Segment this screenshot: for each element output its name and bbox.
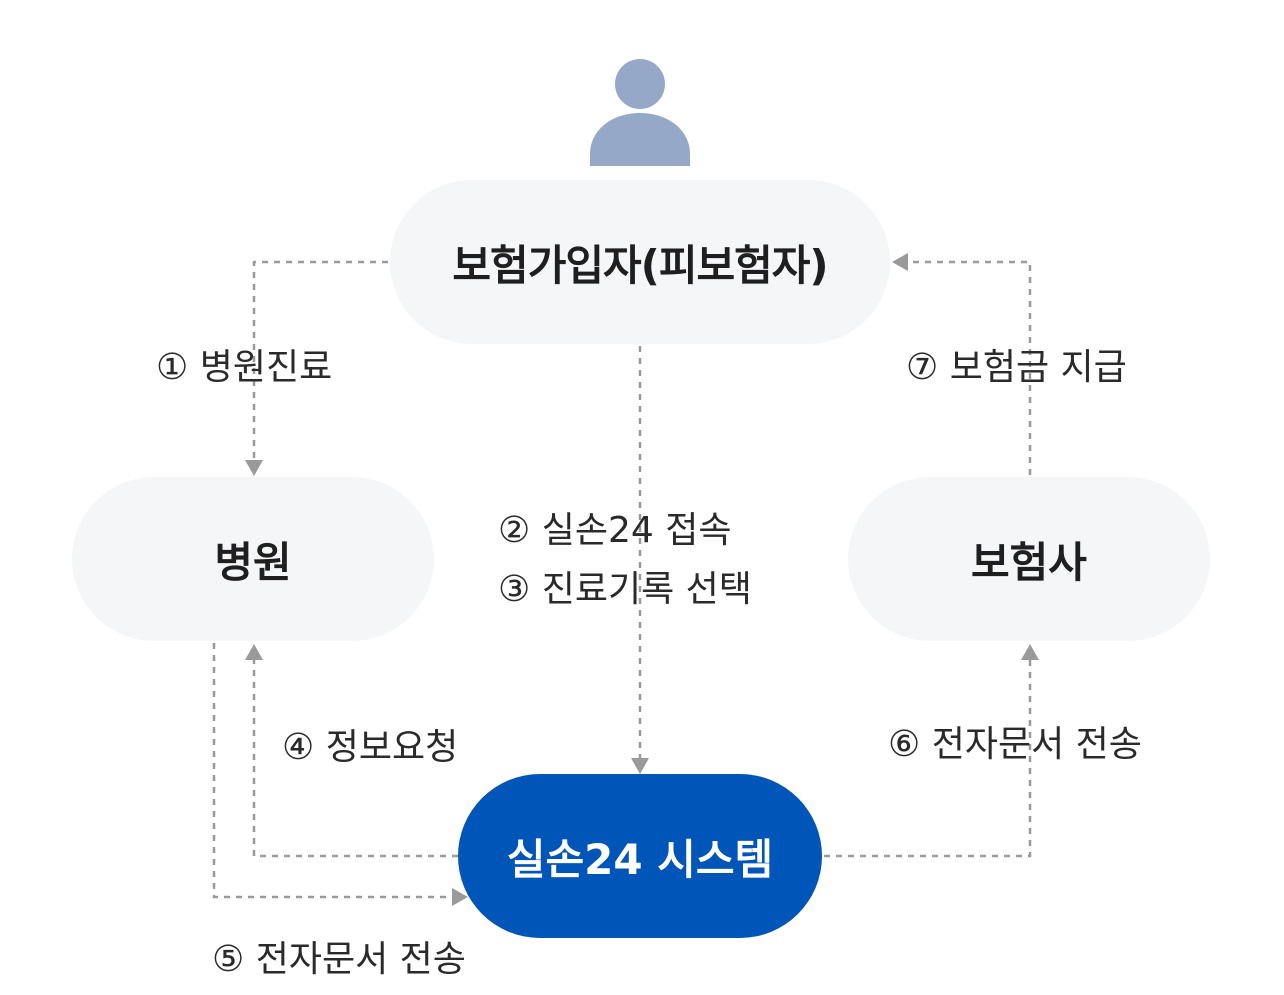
step4-label: ④ 정보요청	[282, 727, 459, 768]
insured-node-label: 보험가입자(피보험자)	[452, 240, 828, 290]
system-node-label: 실손24 시스템	[506, 834, 774, 884]
arrowhead-to-hospital-top	[245, 460, 263, 476]
person-icon	[590, 59, 690, 166]
connector-step4	[252, 658, 458, 858]
step2-label: ② 실손24 접속	[498, 510, 732, 551]
step5-label: ⑤ 전자문서 전송	[212, 939, 466, 980]
connector-step5	[212, 643, 450, 899]
connector-step1	[252, 260, 388, 462]
hospital-node-label: 병원	[214, 537, 292, 587]
connector-step6	[824, 658, 1032, 858]
step6-label: ⑥ 전자문서 전송	[888, 724, 1142, 765]
insured-node: 보험가입자(피보험자)	[390, 180, 890, 344]
step7-label: ⑦ 보험금 지급	[906, 347, 1127, 388]
arrowhead-to-system-top	[631, 758, 649, 774]
insurer-node: 보험사	[848, 477, 1210, 641]
step1-label: ① 병원진료	[156, 347, 333, 388]
arrowhead-to-hospital-bottom	[245, 644, 263, 660]
arrowhead-to-insured-right	[892, 253, 908, 271]
insurer-node-label: 보험사	[971, 537, 1087, 587]
arrowhead-to-insurer-bottom	[1021, 644, 1039, 660]
system-node: 실손24 시스템	[458, 774, 822, 938]
arrowhead-to-system-left	[452, 888, 468, 906]
step3-label: ③ 진료기록 선택	[498, 569, 752, 610]
hospital-node: 병원	[72, 477, 434, 641]
